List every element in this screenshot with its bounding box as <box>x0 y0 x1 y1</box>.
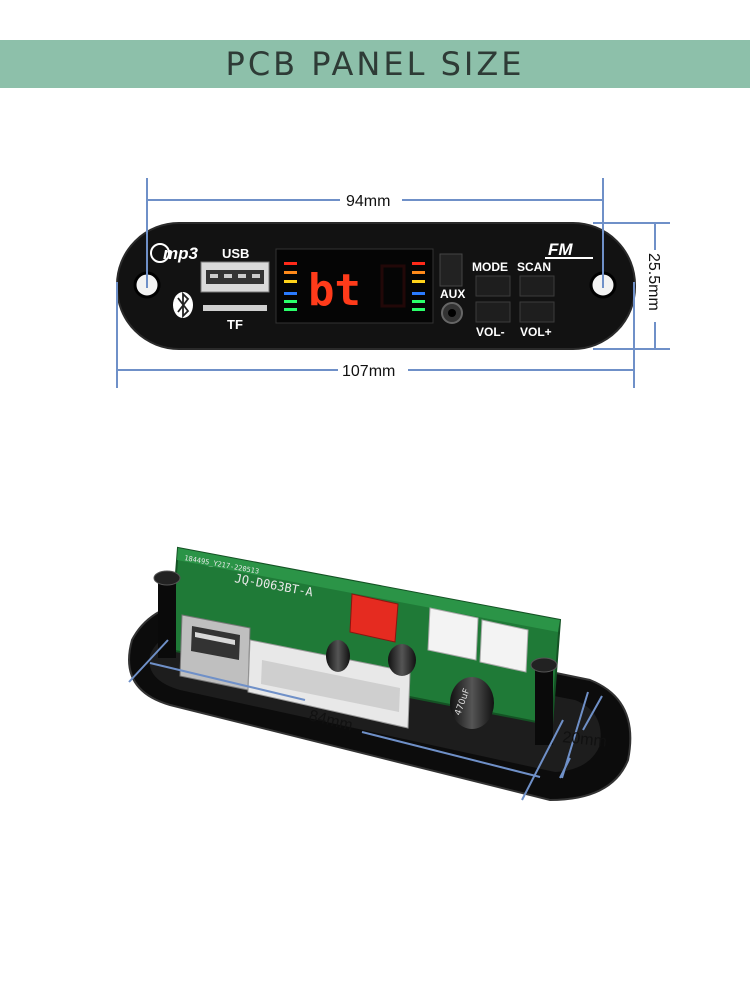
panel-width-label: 107mm <box>342 363 395 380</box>
tf-label: TF <box>227 317 243 332</box>
board-height-label: 20mm <box>562 729 608 751</box>
level-bars-left <box>284 262 297 311</box>
aux-jack-icon[interactable] <box>441 302 463 324</box>
header-banner: PCB PANEL SIZE <box>0 40 750 88</box>
usb-label: USB <box>222 246 249 261</box>
tf-slot-icon[interactable] <box>203 305 267 311</box>
bottom-dimension-lines <box>128 639 603 801</box>
hole-spacing-label: 94mm <box>346 193 390 210</box>
aux-label: AUX <box>440 287 465 301</box>
vol-minus-label: VOL- <box>476 325 505 339</box>
vol-minus-button[interactable] <box>475 301 511 323</box>
mp3-logo: mp3 <box>150 243 199 263</box>
usb-port-icon[interactable] <box>200 261 270 293</box>
ir-receiver <box>439 253 463 287</box>
panel-height-label: 25.5mm <box>645 253 662 311</box>
display-readout: bt <box>308 265 361 316</box>
front-panel: mp3 USB TF <box>116 222 636 350</box>
bluetooth-icon <box>173 291 193 319</box>
level-bars-right <box>412 262 425 311</box>
capacitor: 470uF <box>450 677 494 729</box>
page-title: PCB PANEL SIZE <box>225 45 525 83</box>
scan-button[interactable] <box>519 275 555 297</box>
vol-plus-button[interactable] <box>519 301 555 323</box>
scan-label: SCAN <box>517 260 551 274</box>
vol-plus-label: VOL+ <box>520 325 552 339</box>
board-photo: 184495_Y217-220513 JQ-D063BT-A 470uF <box>128 546 632 802</box>
mode-label: MODE <box>472 260 508 274</box>
led-display: bt <box>275 248 434 324</box>
mode-button[interactable] <box>475 275 511 297</box>
fm-logo: FM <box>548 240 573 259</box>
top-dimension-lines <box>116 178 670 388</box>
svg-text:mp3: mp3 <box>163 244 199 263</box>
